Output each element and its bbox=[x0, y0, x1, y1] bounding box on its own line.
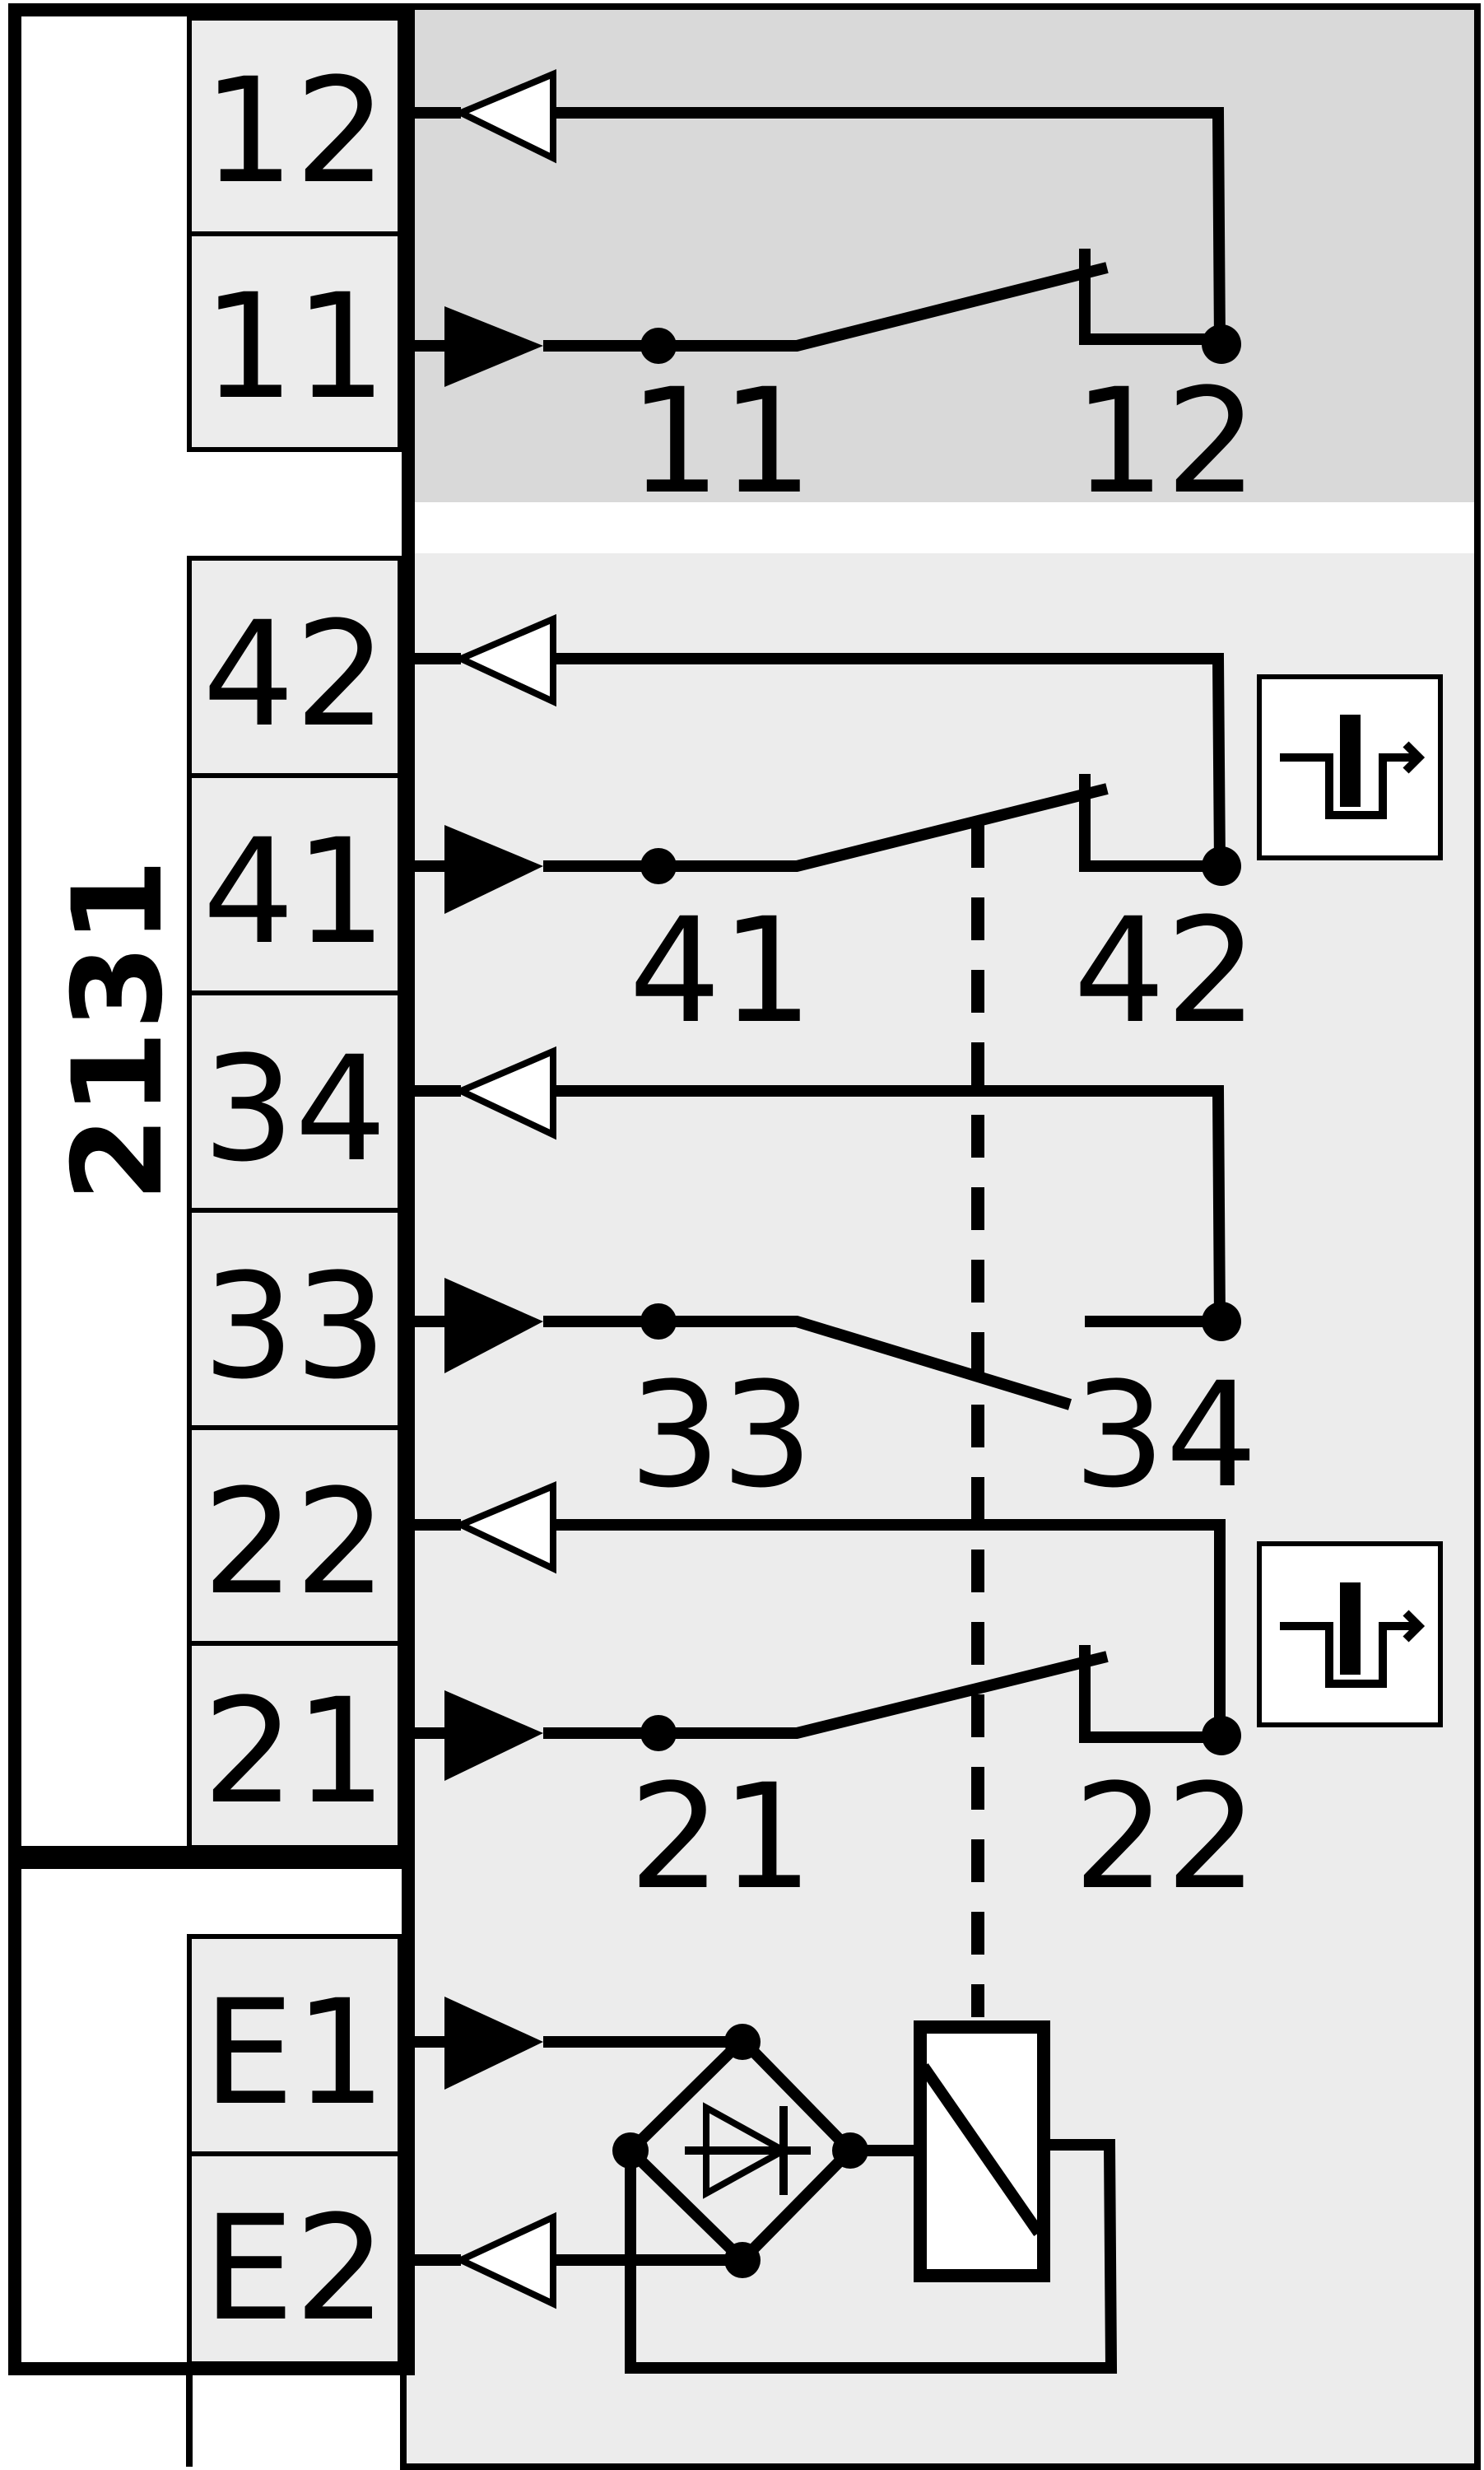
terminal-21-box bbox=[187, 1641, 402, 1850]
terminal-label-E1: E1 bbox=[202, 1969, 386, 2137]
contact-node bbox=[1202, 846, 1241, 886]
terminal-42-box bbox=[187, 556, 402, 778]
terminal-11-box bbox=[187, 231, 402, 452]
terminal-label-41: 41 bbox=[202, 808, 387, 976]
terminal-22-box bbox=[187, 1425, 402, 1646]
contact-label-22: 22 bbox=[1073, 1753, 1258, 1922]
terminal-E1-box bbox=[187, 1934, 402, 2156]
contact-label-11: 11 bbox=[629, 357, 813, 526]
contact-label-21: 21 bbox=[629, 1753, 813, 1922]
terminal-label-21: 21 bbox=[202, 1667, 387, 1836]
contact-41-42: 41 42 bbox=[408, 613, 1258, 1056]
contact-node bbox=[1202, 1302, 1241, 1341]
upper-section-background bbox=[403, 8, 1476, 502]
delayed-release-icon bbox=[1257, 1541, 1443, 1727]
terminal-label-34: 34 bbox=[202, 1025, 387, 1194]
contact-21-22: 21 22 bbox=[408, 1480, 1258, 1922]
contact-node bbox=[640, 328, 677, 364]
terminal-label-11: 11 bbox=[202, 263, 387, 431]
relay-coil-icon bbox=[914, 2020, 1050, 2282]
contact-node bbox=[640, 1303, 677, 1340]
contact-11-12: 11 12 bbox=[408, 68, 1258, 526]
terminal-label-22: 22 bbox=[202, 1458, 387, 1627]
contact-label-12: 12 bbox=[1073, 357, 1258, 526]
terminal-34-box bbox=[187, 990, 402, 1213]
input-arrow-icon bbox=[444, 1997, 543, 2090]
device-number: 2131 bbox=[47, 859, 190, 1202]
terminal-block bbox=[187, 16, 402, 2366]
contact-label-41: 41 bbox=[629, 887, 813, 1056]
contact-label-42: 42 bbox=[1073, 887, 1258, 1056]
terminal-label-33: 33 bbox=[202, 1242, 387, 1411]
contact-node bbox=[640, 848, 677, 884]
terminal-33-box bbox=[187, 1208, 402, 1430]
terminal-41-box bbox=[187, 773, 402, 995]
terminal-E2-box bbox=[187, 2151, 402, 2366]
coil-circuit bbox=[408, 1997, 1118, 2374]
input-arrow-icon bbox=[444, 1690, 543, 1781]
contact-node bbox=[1202, 324, 1241, 364]
terminal-label-42: 42 bbox=[202, 590, 387, 759]
terminal-label-12: 12 bbox=[202, 47, 387, 216]
bridge-rectifier-icon bbox=[612, 2024, 868, 2278]
terminal-label-E2: E2 bbox=[202, 2184, 386, 2353]
contact-node bbox=[640, 1715, 677, 1751]
input-arrow-icon bbox=[444, 825, 543, 914]
contact-33-34: 33 34 bbox=[408, 1046, 1258, 1520]
delayed-release-icon bbox=[1257, 674, 1443, 860]
input-arrow-icon bbox=[444, 1278, 543, 1373]
input-arrow-icon bbox=[444, 306, 543, 387]
contact-label-34: 34 bbox=[1073, 1351, 1258, 1520]
contact-label-33: 33 bbox=[629, 1351, 813, 1520]
contact-node bbox=[1202, 1716, 1241, 1755]
